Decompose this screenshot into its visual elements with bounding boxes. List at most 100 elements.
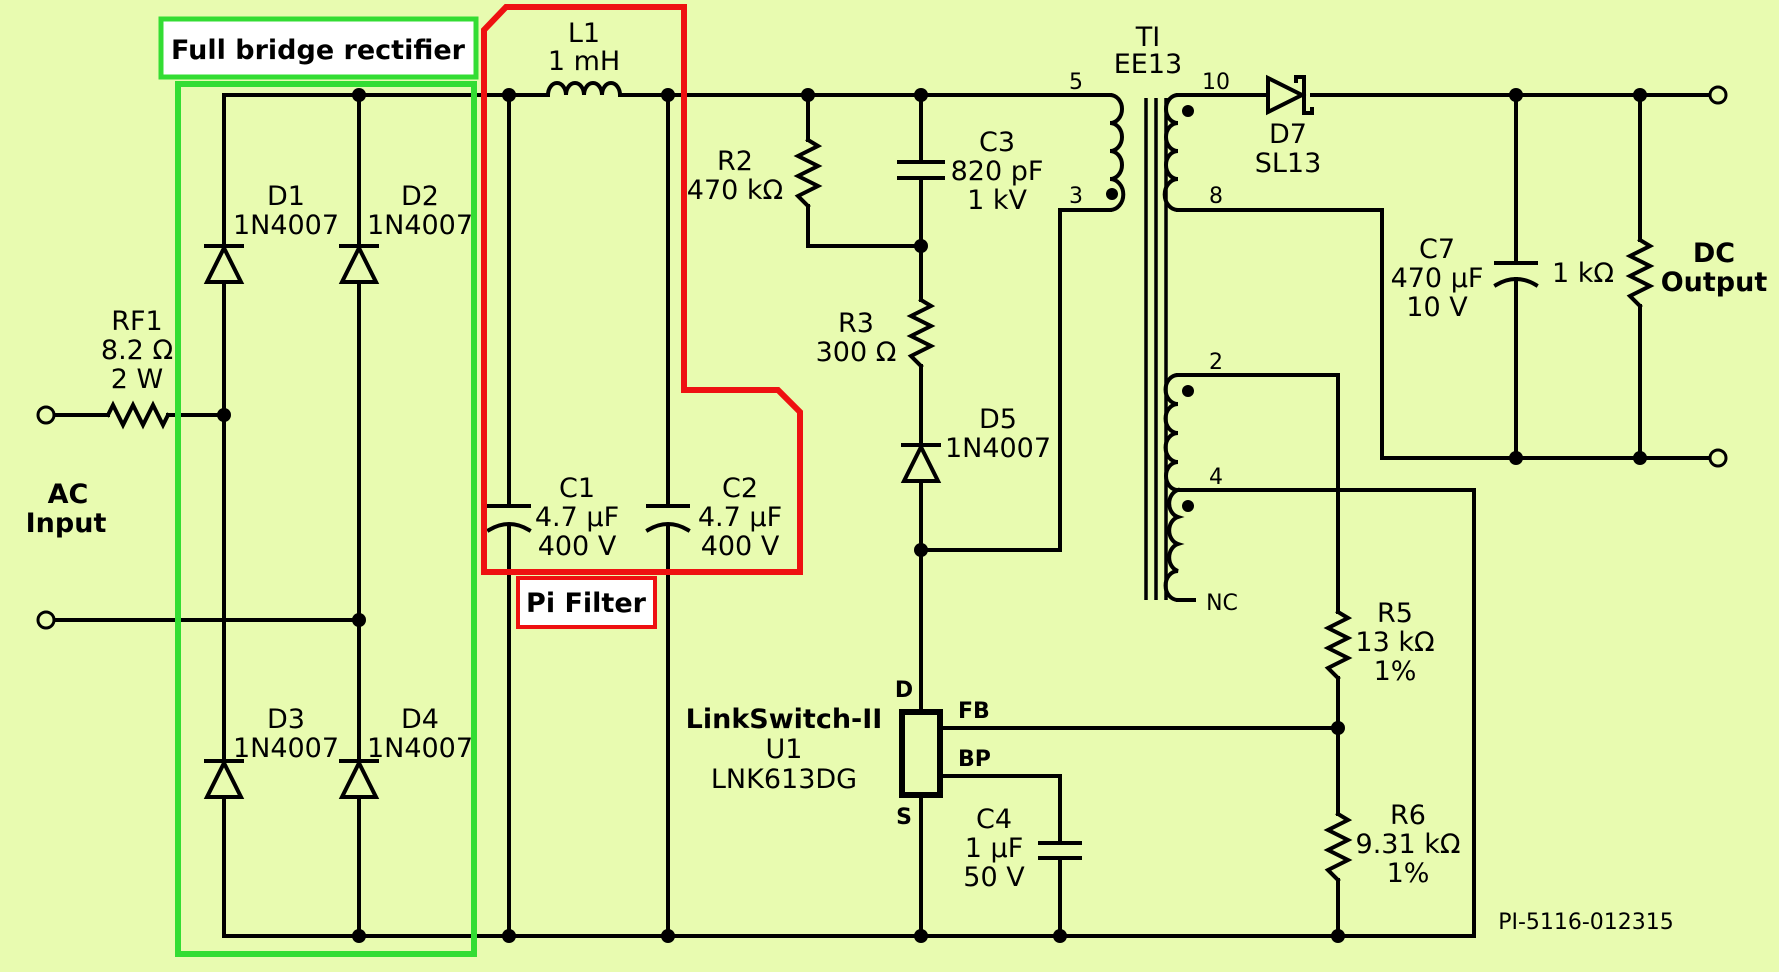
d5-ref: D5 <box>979 404 1017 435</box>
c7-value: 470 µF <box>1391 263 1484 294</box>
rectifier-tag <box>158 16 479 80</box>
d5-diode-symbol <box>900 442 942 483</box>
r6-resistor-symbol <box>1323 811 1353 883</box>
c1-value: 4.7 µF <box>535 502 619 533</box>
d3-diode-symbol <box>203 758 245 799</box>
r6-tolerance: 1% <box>1387 858 1430 889</box>
u1-ic-body <box>899 709 943 798</box>
d7-ref: D7 <box>1269 119 1307 150</box>
c7-ref: C7 <box>1419 234 1455 265</box>
c4-capacitor-symbol <box>1038 841 1082 860</box>
pin-5-label: 5 <box>1069 70 1083 95</box>
d4-part: 1N4007 <box>367 733 473 764</box>
r5-resistor-symbol <box>1323 609 1353 681</box>
pin-10-label: 10 <box>1202 70 1230 95</box>
part-number: PI-5116-012315 <box>1498 910 1674 935</box>
pin-2-label: 2 <box>1209 350 1223 375</box>
ac-terminal-2 <box>36 610 56 630</box>
c4-ref: C4 <box>976 804 1012 835</box>
rf1-value: 8.2 Ω <box>101 335 173 366</box>
r6-ref: R6 <box>1390 800 1426 831</box>
wires <box>53 93 1712 938</box>
d1-diode-symbol <box>203 243 245 284</box>
ac-input-label-line2: Input <box>26 508 107 539</box>
c3-rating: 1 kV <box>967 185 1027 216</box>
r3-value: 300 Ω <box>816 337 897 368</box>
r2-ref: R2 <box>717 146 753 177</box>
l1-value: 1 mH <box>548 46 620 77</box>
d4-diode-symbol <box>338 758 380 799</box>
d3-ref: D3 <box>267 704 305 735</box>
dc-output-label-line2: Output <box>1661 267 1768 298</box>
junctions <box>217 88 1647 943</box>
d1-part: 1N4007 <box>233 210 339 241</box>
c1-capacitor-symbol <box>486 504 532 533</box>
c3-ref: C3 <box>979 127 1015 158</box>
u1-ref: U1 <box>766 734 803 765</box>
c1-ref: C1 <box>559 473 595 504</box>
dc-terminal-positive <box>1708 85 1728 105</box>
t1-ref: TI <box>1135 22 1160 53</box>
c2-rating: 400 V <box>701 531 780 562</box>
dc-terminal-negative <box>1708 448 1728 468</box>
c3-capacitor-symbol <box>897 160 945 180</box>
l1-ref: L1 <box>568 18 600 49</box>
rf1-resistor-symbol <box>105 400 171 430</box>
r2-value: 470 kΩ <box>687 175 783 206</box>
r2-resistor-symbol <box>793 137 823 209</box>
u1-family: LinkSwitch-II <box>686 704 883 735</box>
d1-ref: D1 <box>267 181 305 212</box>
d2-ref: D2 <box>401 181 439 212</box>
pin-nc-label: NC <box>1206 591 1238 616</box>
transformer-symbol <box>1106 92 1194 603</box>
c2-value: 4.7 µF <box>698 502 782 533</box>
d2-part: 1N4007 <box>367 210 473 241</box>
c2-ref: C2 <box>722 473 758 504</box>
pin-3-label: 3 <box>1069 184 1083 209</box>
c2-capacitor-symbol <box>645 504 691 533</box>
ac-input-label-line1: AC <box>48 479 89 510</box>
d3-part: 1N4007 <box>233 733 339 764</box>
c4-value: 1 µF <box>965 833 1023 864</box>
u1-part: LNK613DG <box>711 764 857 795</box>
c1-rating: 400 V <box>538 531 617 562</box>
pin-8-label: 8 <box>1209 184 1223 209</box>
load-resistor-symbol <box>1625 237 1655 309</box>
r3-resistor-symbol <box>906 297 936 369</box>
r5-ref: R5 <box>1377 598 1413 629</box>
ac-terminal-1 <box>36 405 56 425</box>
c4-rating: 50 V <box>963 862 1025 893</box>
d5-part: 1N4007 <box>945 433 1051 464</box>
c7-capacitor-symbol <box>1493 261 1539 288</box>
d7-diode-symbol <box>1266 74 1314 116</box>
rectifier-highlight-box <box>175 81 477 957</box>
r5-tolerance: 1% <box>1374 656 1417 687</box>
terminals <box>36 85 1728 630</box>
pin-s-label: S <box>896 805 912 830</box>
pi-filter-highlight-box <box>481 4 803 575</box>
rectifier-section-label: Full bridge rectifier <box>171 35 466 66</box>
rf1-ref: RF1 <box>111 306 162 337</box>
r5-value: 13 kΩ <box>1355 627 1434 658</box>
load-resistor-value: 1 kΩ <box>1552 258 1614 289</box>
pi-filter-tag <box>516 576 657 629</box>
pi-filter-section-label: Pi Filter <box>526 588 647 619</box>
d7-part: SL13 <box>1255 148 1322 179</box>
r3-ref: R3 <box>838 308 874 339</box>
pin-d-label: D <box>895 678 913 703</box>
t1-core: EE13 <box>1114 49 1182 80</box>
d4-ref: D4 <box>401 704 439 735</box>
c7-rating: 10 V <box>1406 292 1468 323</box>
pin-4-label: 4 <box>1209 465 1223 490</box>
dc-output-label-line1: DC <box>1693 238 1735 269</box>
labels: AC Input DC Output RF1 8.2 Ω 2 W D1 1N40… <box>26 18 1768 935</box>
l1-inductor-symbol <box>545 81 623 98</box>
d2-diode-symbol <box>338 243 380 284</box>
rf1-rating: 2 W <box>111 364 163 395</box>
r6-value: 9.31 kΩ <box>1356 829 1461 860</box>
pin-bp-label: BP <box>958 747 991 772</box>
c3-value: 820 pF <box>951 156 1044 187</box>
pin-fb-label: FB <box>958 699 990 724</box>
